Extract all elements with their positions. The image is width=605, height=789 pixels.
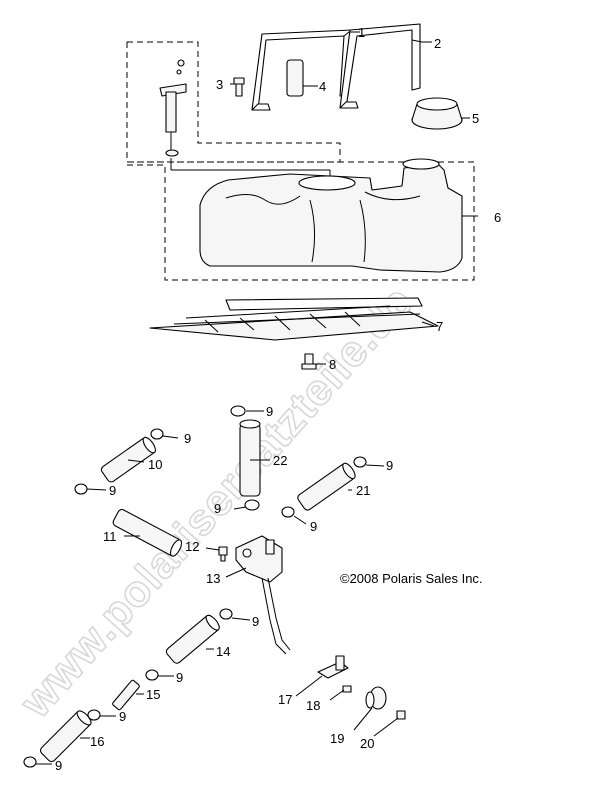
fuel-sender-assembly bbox=[159, 59, 331, 178]
bolt-part-8 bbox=[301, 353, 317, 370]
callout-11: 11 bbox=[103, 529, 117, 544]
callout-5: 5 bbox=[472, 111, 479, 126]
hose-part-11 bbox=[112, 508, 183, 557]
bolt-part-12 bbox=[218, 546, 228, 562]
callout-9-j: 9 bbox=[55, 758, 62, 773]
callout-3: 3 bbox=[216, 77, 223, 92]
callout-9-b: 9 bbox=[184, 431, 191, 446]
fitting-part-17 bbox=[317, 655, 349, 679]
callout-7: 7 bbox=[436, 319, 443, 334]
callout-14: 14 bbox=[216, 644, 230, 659]
callout-13: 13 bbox=[206, 571, 220, 586]
callout-9-d: 9 bbox=[386, 458, 393, 473]
callout-9-g: 9 bbox=[252, 614, 259, 629]
hose-part-22 bbox=[239, 419, 261, 497]
fuel-pump-group-outline bbox=[126, 41, 341, 163]
callout-9-h: 9 bbox=[176, 670, 183, 685]
callout-12: 12 bbox=[185, 539, 199, 554]
callout-4: 4 bbox=[319, 79, 326, 94]
callout-6: 6 bbox=[494, 210, 501, 225]
grommet-part-19 bbox=[365, 686, 387, 710]
callout-22: 22 bbox=[273, 453, 287, 468]
callout-9-f: 9 bbox=[214, 501, 221, 516]
callout-labels: 1 2 3 4 5 6 7 8 9 9 10 9 22 9 21 9 9 11 … bbox=[55, 25, 501, 773]
callout-1: 1 bbox=[358, 25, 365, 40]
callout-8: 8 bbox=[329, 357, 336, 372]
callout-2: 2 bbox=[434, 36, 441, 51]
callout-15: 15 bbox=[146, 687, 160, 702]
fuel-cap-part-5 bbox=[411, 97, 463, 130]
skid-plate-part-7 bbox=[149, 297, 439, 341]
callout-9-a: 9 bbox=[266, 404, 273, 419]
screw-part-20 bbox=[396, 710, 406, 720]
hose-clamps-part-9 bbox=[23, 405, 367, 768]
hose-part-16 bbox=[39, 710, 92, 763]
tank-strap-2 bbox=[339, 23, 421, 109]
fuel-valve-part-13 bbox=[235, 535, 291, 655]
callout-9-e: 9 bbox=[310, 519, 317, 534]
bolt-part-3 bbox=[233, 77, 245, 97]
callout-19: 19 bbox=[330, 731, 344, 746]
callout-18: 18 bbox=[306, 698, 320, 713]
callout-20: 20 bbox=[360, 736, 374, 751]
hose-part-14 bbox=[165, 614, 220, 664]
leader-lines bbox=[36, 31, 478, 765]
screw-part-18 bbox=[342, 685, 352, 693]
callout-21: 21 bbox=[356, 483, 370, 498]
fitting-part-15 bbox=[112, 679, 140, 711]
tank-group-outline bbox=[127, 161, 475, 281]
callout-9-i: 9 bbox=[119, 709, 126, 724]
copyright-text: ©2008 Polaris Sales Inc. bbox=[340, 571, 483, 586]
hose-part-21 bbox=[297, 462, 356, 511]
callout-9-c: 9 bbox=[109, 483, 116, 498]
spacer-part-4 bbox=[286, 59, 304, 97]
fuel-tank-part-6 bbox=[199, 158, 463, 273]
callout-10: 10 bbox=[148, 457, 162, 472]
callout-17: 17 bbox=[278, 692, 292, 707]
callout-16: 16 bbox=[90, 734, 104, 749]
